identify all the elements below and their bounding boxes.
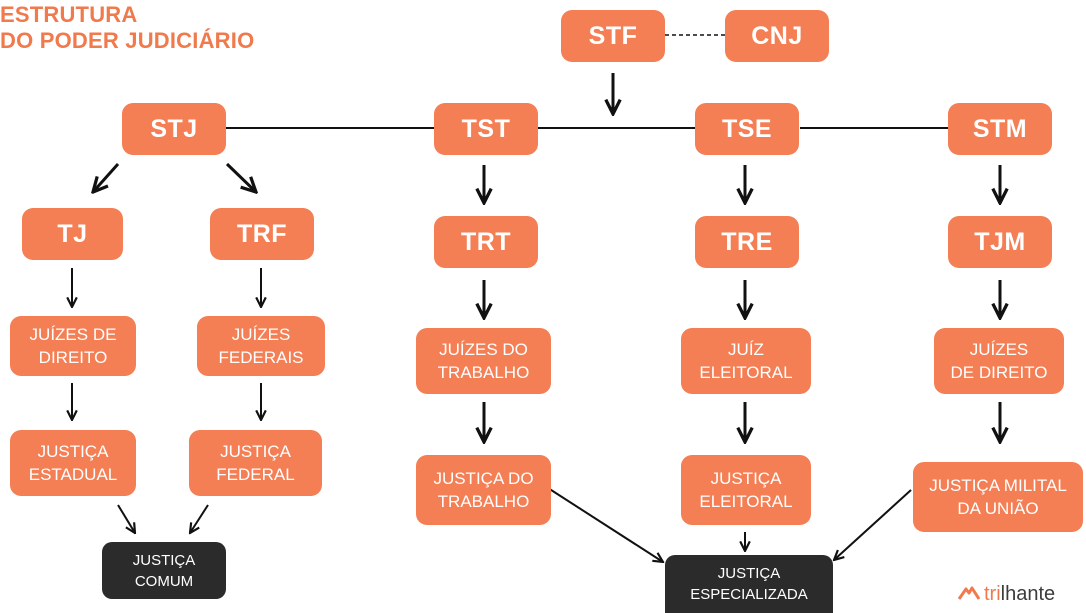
node-juizes-direito-tj: JUÍZES DE DIREITO	[10, 316, 136, 376]
node-trt-label: TRT	[460, 227, 512, 256]
node-tre: TRE	[695, 216, 799, 268]
node-juiz-eleitoral: JUÍZ ELEITORAL	[681, 328, 811, 394]
node-trt: TRT	[434, 216, 538, 268]
brand-name-suffix: lhante	[1000, 583, 1056, 605]
title-line-2: DO PODER JUDICIÁRIO	[0, 28, 255, 53]
title-line-1: ESTRUTURA	[0, 2, 138, 27]
node-cnj: CNJ	[725, 10, 829, 62]
node-trf: TRF	[210, 208, 314, 260]
node-cnj-label: CNJ	[751, 21, 803, 50]
node-stj: STJ	[122, 103, 226, 155]
arrow-estadual-comum	[117, 504, 135, 533]
node-juizes-direito-tjm: JUÍZES DE DIREITO	[934, 328, 1064, 394]
node-juizes-direito-tj-label: JUÍZES DE DIREITO	[29, 325, 117, 367]
node-justica-trabalho-label: JUSTIÇA DO TRABALHO	[433, 469, 534, 511]
node-juizes-trabalho-label: JUÍZES DO TRABALHO	[437, 340, 530, 382]
node-tst: TST	[434, 103, 538, 155]
node-justica-eleitoral: JUSTIÇA ELEITORAL	[681, 455, 811, 525]
node-juizes-federais-label: JUÍZES FEDERAIS	[218, 325, 304, 367]
node-stf: STF	[561, 10, 665, 62]
node-justica-eleitoral-label: JUSTIÇA ELEITORAL	[699, 469, 793, 511]
node-justica-especializada: JUSTIÇA ESPECIALIZADA	[665, 555, 833, 613]
node-trf-label: TRF	[236, 219, 288, 248]
node-tj-label: TJ	[57, 219, 88, 248]
node-stj-label: STJ	[150, 114, 198, 143]
arrow-federal-comum	[190, 504, 209, 533]
diagram-title: ESTRUTURA DO PODER JUDICIÁRIO	[0, 2, 254, 54]
node-juizes-direito-tjm-label: JUÍZES DE DIREITO	[950, 340, 1048, 382]
node-juizes-federais: JUÍZES FEDERAIS	[197, 316, 325, 376]
node-tse-label: TSE	[721, 114, 773, 143]
node-stm-label: STM	[972, 114, 1028, 143]
node-justica-federal: JUSTIÇA FEDERAL	[189, 430, 322, 496]
node-juiz-eleitoral-label: JUÍZ ELEITORAL	[699, 340, 793, 382]
node-justica-comum: JUSTIÇA COMUM	[102, 542, 226, 599]
node-tre-label: TRE	[721, 227, 773, 256]
node-tjm-label: TJM	[974, 227, 1026, 256]
brand-name-prefix: tri	[984, 583, 1001, 605]
brand-name: trilhante	[984, 583, 1055, 606]
node-stm: STM	[948, 103, 1052, 155]
mountain-logo-icon	[957, 583, 981, 606]
node-justica-estadual: JUSTIÇA ESTADUAL	[10, 430, 136, 496]
brand-logo: trilhante	[957, 583, 1055, 606]
node-juizes-trabalho: JUÍZES DO TRABALHO	[416, 328, 551, 394]
node-tst-label: TST	[461, 114, 511, 143]
node-tse: TSE	[695, 103, 799, 155]
node-justica-especializada-label: JUSTIÇA ESPECIALIZADA	[690, 565, 808, 603]
node-justica-estadual-label: JUSTIÇA ESTADUAL	[28, 442, 118, 484]
arrow-stj-trf	[225, 162, 256, 192]
node-justica-federal-label: JUSTIÇA FEDERAL	[216, 442, 295, 484]
node-stf-label: STF	[588, 21, 638, 50]
node-tj: TJ	[22, 208, 123, 260]
node-justica-comum-label: JUSTIÇA COMUM	[132, 551, 196, 590]
node-justica-militar: JUSTIÇA MILITAL DA UNIÃO	[913, 462, 1083, 532]
arrow-militar-especializada	[834, 489, 912, 560]
arrow-stj-tj	[93, 163, 120, 192]
node-tjm: TJM	[948, 216, 1052, 268]
arrow-trabalho-especializada	[547, 487, 663, 562]
node-justica-trabalho: JUSTIÇA DO TRABALHO	[416, 455, 551, 525]
node-justica-militar-label: JUSTIÇA MILITAL DA UNIÃO	[929, 476, 1067, 518]
